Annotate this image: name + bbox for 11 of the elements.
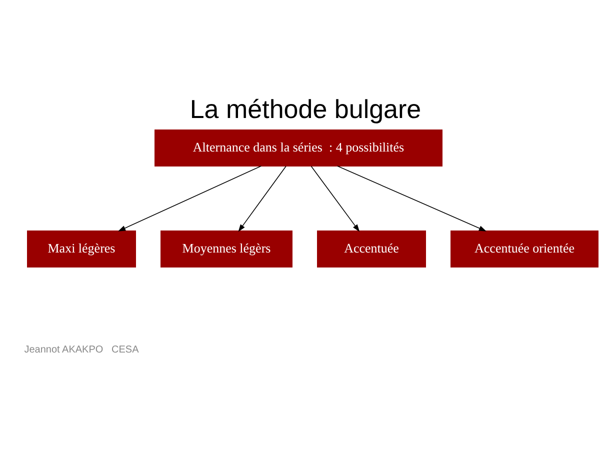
arrow <box>118 166 262 232</box>
node-box: Moyennes légèrs <box>160 230 292 268</box>
node-box: Maxi légères <box>27 230 136 268</box>
arrow <box>310 166 360 232</box>
arrow <box>238 166 286 232</box>
diagram-title: La méthode bulgare <box>190 94 422 124</box>
node-box: Accentuée orientée <box>450 230 598 268</box>
arrow <box>336 166 486 232</box>
node-box: Accentuée <box>317 230 426 268</box>
label: Jeannot AKAKPO CESA <box>24 344 139 356</box>
node-box: Alternance dans la séries : 4 possibilités <box>154 130 442 166</box>
